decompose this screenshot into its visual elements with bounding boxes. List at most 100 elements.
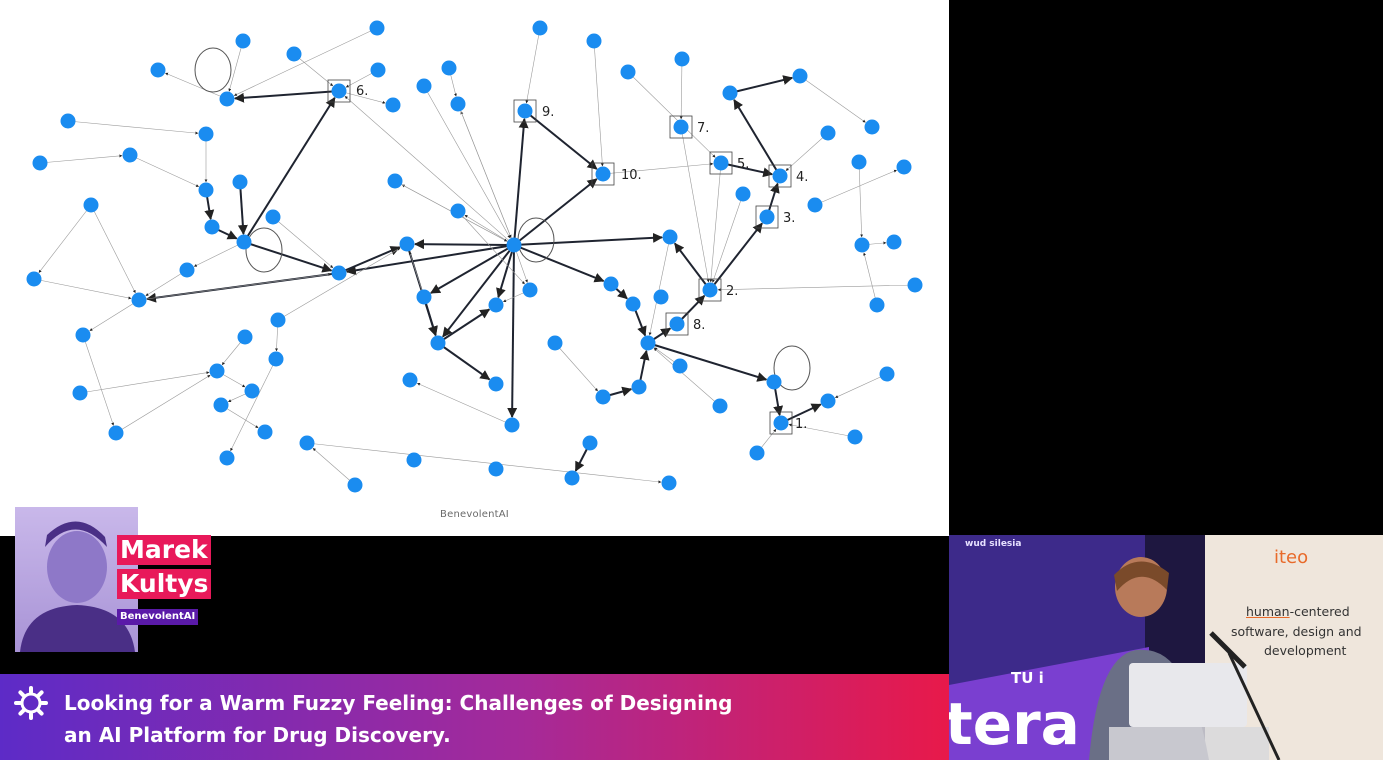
graph-node [450, 203, 466, 219]
ranked-node-box [513, 99, 537, 123]
graph-node [547, 335, 563, 351]
graph-node [674, 51, 690, 67]
graph-edge [233, 90, 340, 103]
sponsor-tagline-2: software, design and [1231, 624, 1362, 639]
graph-node [517, 103, 533, 119]
graph-node [369, 20, 385, 36]
graph-node [488, 297, 504, 313]
graph-node [268, 351, 284, 367]
graph-node [416, 78, 432, 94]
sponsor-tagline-3: development [1264, 643, 1347, 658]
ranked-node-label: 6. [356, 84, 368, 99]
graph-edge [464, 214, 515, 246]
graph-edge [413, 239, 515, 250]
graph-edge [39, 154, 123, 164]
graph-node [759, 209, 775, 225]
sponsor-tagline-1: human-centered [1246, 604, 1350, 619]
graph-node [270, 312, 286, 328]
ranked-node-label: 10. [621, 168, 642, 183]
graph-node [122, 147, 138, 163]
graph-node [387, 173, 403, 189]
speaker-first-name: Marek [117, 535, 211, 565]
graph-edge [648, 236, 671, 336]
graph-edge [430, 244, 515, 294]
network-graph: 1.2.3.4.5.6.7.8.9.10. [26, 20, 923, 493]
graph-node [83, 197, 99, 213]
graph-node [399, 236, 415, 252]
graph-node [179, 262, 195, 278]
ranked-node-box [709, 151, 733, 175]
graph-node [32, 155, 48, 171]
graph-edge [165, 72, 228, 100]
ranked-node-label: 8. [693, 318, 705, 333]
graph-edge [312, 448, 356, 486]
speaker-portrait [20, 521, 135, 652]
graph-node [60, 113, 76, 129]
graph-node [198, 182, 214, 198]
graph-node [640, 335, 656, 351]
graph-node [713, 155, 729, 171]
graph-node [506, 237, 522, 253]
graph-node [820, 125, 836, 141]
graph-node [735, 186, 751, 202]
graph-node [820, 393, 836, 409]
graph-edge [129, 154, 200, 187]
graph-node [847, 429, 863, 445]
graph-edge [145, 269, 188, 297]
graph-edge [720, 162, 774, 178]
graph-node [595, 389, 611, 405]
ranked-node-label: 4. [796, 170, 808, 185]
graph-edge [513, 244, 605, 283]
graph-self-loop [194, 47, 232, 93]
graph-edge [442, 244, 515, 338]
graph-node [198, 126, 214, 142]
graph-node [108, 425, 124, 441]
ranked-node-box [665, 312, 689, 336]
graph-edge [709, 162, 722, 283]
graph-node [347, 477, 363, 493]
graph-edge [228, 40, 244, 92]
speaker-company: BenevolentAI [117, 609, 199, 625]
graph-edge [338, 246, 401, 274]
banner-text-large: tera [949, 690, 1080, 758]
graph-edge [647, 342, 768, 382]
graph-edge [496, 244, 515, 299]
graph-edge [863, 252, 878, 306]
graph-node [219, 450, 235, 466]
gear-icon [14, 686, 48, 720]
ranked-node-box [755, 205, 779, 229]
graph-node [131, 292, 147, 308]
talk-title-line-2: an AI Platform for Drug Discovery. [64, 723, 451, 747]
graph-node [673, 119, 689, 135]
graph-node [385, 97, 401, 113]
graph-node [807, 197, 823, 213]
graph-node [620, 64, 636, 80]
graph-node [582, 435, 598, 451]
graph-edge [243, 96, 336, 243]
talk-title-bar: Looking for a Warm Fuzzy Feeling: Challe… [0, 674, 949, 760]
graph-node [772, 168, 788, 184]
graph-node [766, 374, 782, 390]
graph-edge [344, 96, 515, 246]
ranked-node-box [669, 115, 693, 139]
graph-node [257, 424, 273, 440]
graph-node [441, 60, 457, 76]
graph-node [603, 276, 619, 292]
graph-edge [233, 27, 378, 96]
graph-node [232, 174, 248, 190]
graph-node [488, 376, 504, 392]
ranked-node-label: 1. [795, 417, 807, 432]
graph-edge [89, 299, 140, 332]
graph-node [265, 209, 281, 225]
presentation-slide: 1.2.3.4.5.6.7.8.9.10. BenevolentAI [0, 0, 949, 536]
graph-edge [525, 27, 541, 104]
graph-node [522, 282, 538, 298]
graph-node [430, 335, 446, 351]
graph-node [851, 154, 867, 170]
graph-node [150, 62, 166, 78]
graph-edge [513, 178, 598, 246]
graph-self-loop [773, 345, 811, 391]
graph-node [532, 20, 548, 36]
graph-node [712, 398, 728, 414]
graph-edge [277, 247, 401, 321]
